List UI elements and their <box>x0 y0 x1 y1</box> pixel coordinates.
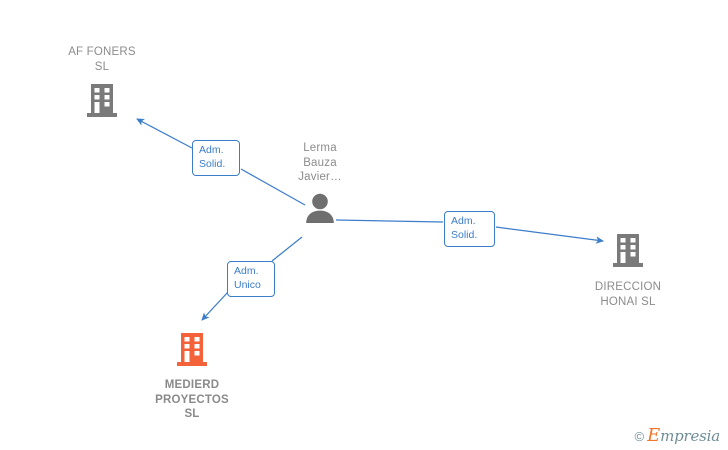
watermark-brand: Empresia <box>647 425 720 446</box>
node-medierd-proyectos-sl[interactable]: MEDIERD PROYECTOS SL <box>122 331 262 422</box>
watermark-brand-initial: E <box>647 425 661 446</box>
building-icon[interactable] <box>173 331 211 372</box>
node-direccion-honai-sl[interactable]: DIRECCION HONAI SL <box>558 232 698 309</box>
building-icon[interactable] <box>83 82 121 123</box>
node-lerma-bauza-javier[interactable]: Lerma Bauza Javier… <box>250 141 390 229</box>
node-label-direccion-honai-sl: DIRECCION HONAI SL <box>594 281 662 308</box>
edge-label-adm-unico-medierd[interactable]: Adm. Unico <box>227 261 275 297</box>
edge-person-medierd[interactable] <box>201 236 303 321</box>
building-icon[interactable] <box>609 232 647 273</box>
person-icon[interactable] <box>303 192 337 229</box>
node-label-af-foners-sl: AF FONERS SL <box>68 46 136 73</box>
copyright-icon: © <box>634 428 645 444</box>
empresia-watermark: © Empresia <box>634 425 721 446</box>
node-af-foners-sl[interactable]: AF FONERS SL <box>32 45 172 123</box>
edge-person-direccion-honai[interactable] <box>335 219 604 244</box>
edge-label-adm-solid-direccion-honai[interactable]: Adm. Solid. <box>444 211 495 247</box>
edge-person-af-foners[interactable] <box>136 118 306 206</box>
node-label-lerma-bauza-javier: Lerma Bauza Javier… <box>298 142 342 183</box>
watermark-brand-rest: mpresia <box>660 427 720 445</box>
node-label-medierd-proyectos-sl: MEDIERD PROYECTOS SL <box>155 379 229 420</box>
edge-label-adm-solid-af-foners[interactable]: Adm. Solid. <box>192 140 240 176</box>
